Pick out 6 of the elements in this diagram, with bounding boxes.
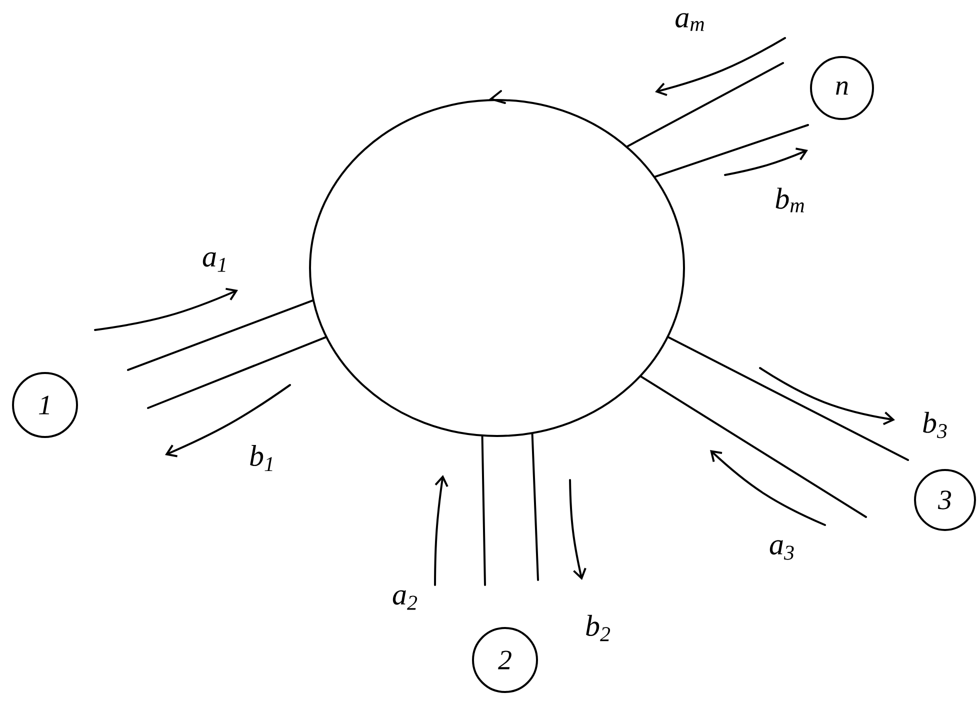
network-circle: [309, 90, 685, 437]
wave-label: a$_{m}$: [676, 13, 704, 31]
wave-label: b$_{m}$: [776, 188, 804, 212]
wave-label: a$_{1}$: [202, 252, 226, 272]
wave-label: b$_{2}$: [586, 614, 610, 642]
wave-label: a$_{3}$: [770, 540, 794, 560]
